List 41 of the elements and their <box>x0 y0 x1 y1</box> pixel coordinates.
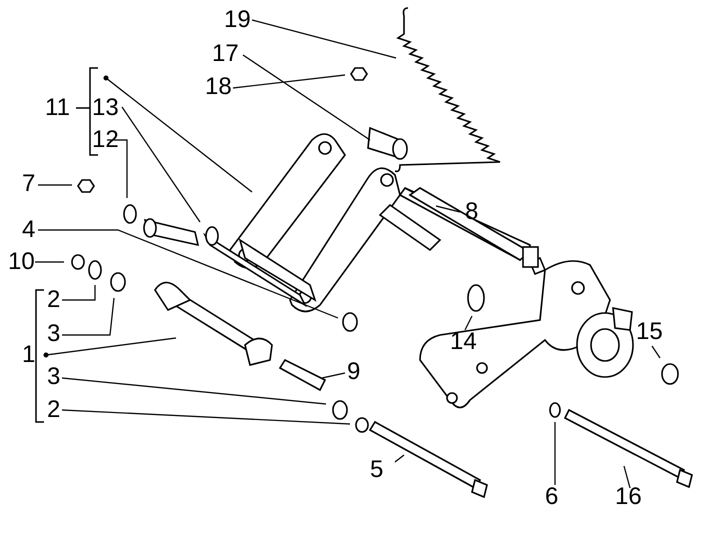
callout-number: 6 <box>545 485 558 509</box>
callout-number: 2 <box>47 288 60 312</box>
callout-number: 17 <box>212 42 239 66</box>
leader-line <box>652 346 660 358</box>
callout-number: 3 <box>47 365 60 389</box>
callout-number: 11 <box>45 96 70 120</box>
callout-number: 18 <box>205 75 232 99</box>
leader-line <box>242 54 370 140</box>
leader-line <box>322 372 346 379</box>
leader-line <box>464 316 473 330</box>
callout-number: 16 <box>615 485 642 509</box>
leader-line <box>554 422 556 485</box>
callout-number: 19 <box>224 8 251 32</box>
callout-number: 7 <box>22 172 36 196</box>
callout-number: 15 <box>636 320 663 344</box>
callout-number: 14 <box>450 330 477 354</box>
callout-number: 5 <box>370 458 384 482</box>
leader-line <box>35 261 64 263</box>
leader-line <box>104 76 252 192</box>
leader-line <box>107 139 128 198</box>
callout-number: 13 <box>92 96 119 120</box>
leader-line <box>62 377 326 405</box>
callout-number: 1 <box>22 343 36 367</box>
callout-number: 4 <box>22 218 36 242</box>
leader-line <box>394 454 404 462</box>
leader-line <box>62 409 350 425</box>
leader-line <box>623 466 631 488</box>
callout-number: 10 <box>8 250 35 274</box>
callout-number: 3 <box>47 322 60 346</box>
leader-line <box>38 229 338 319</box>
leader-line <box>38 184 72 186</box>
leader-line <box>436 205 460 213</box>
callout-number: 9 <box>347 360 360 384</box>
leader-line <box>252 19 396 59</box>
callout-number: 12 <box>92 128 119 152</box>
leader-line <box>232 74 346 89</box>
leader-line <box>44 337 176 358</box>
leader-line <box>62 298 115 336</box>
callout-number: 2 <box>47 398 60 422</box>
leader-line <box>62 285 96 301</box>
leader-line <box>122 106 200 222</box>
